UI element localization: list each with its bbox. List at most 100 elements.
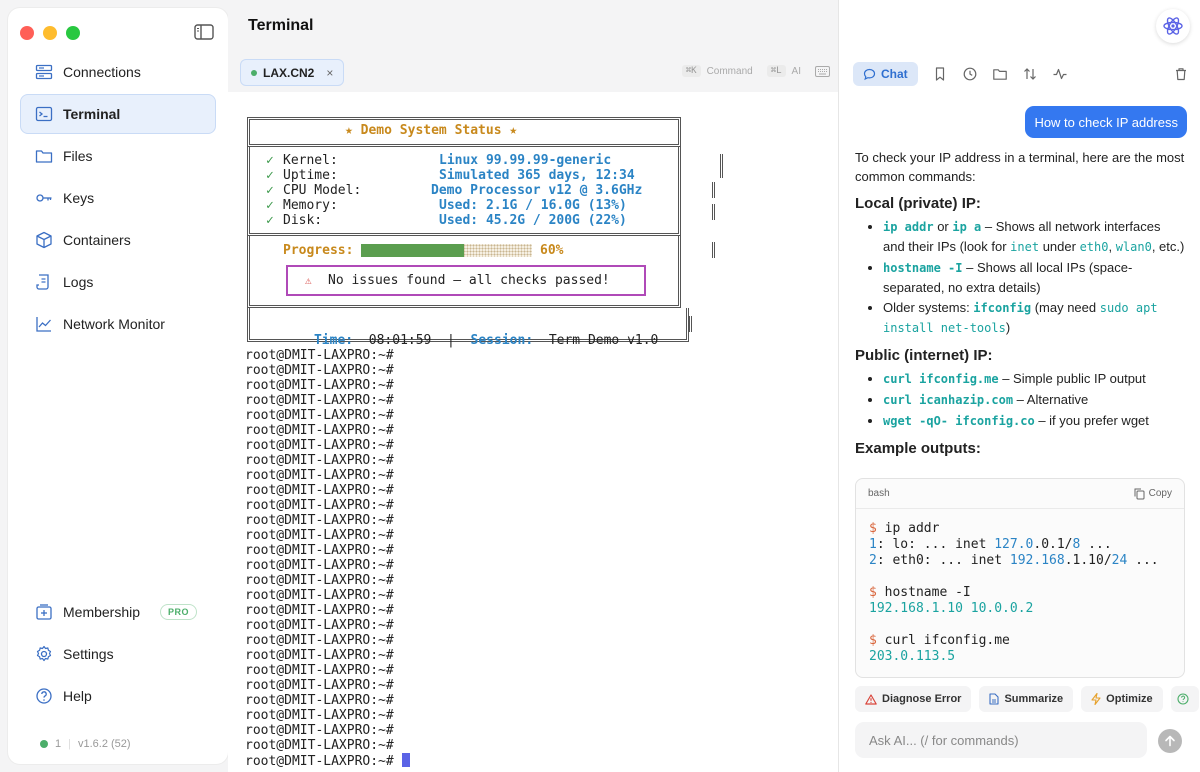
code-output: 203.0.113.5 [869,649,956,664]
sidebar-item-logs[interactable]: Logs [20,262,216,302]
banner-title: ★ Demo System Status ★ [345,123,518,138]
history-icon[interactable] [962,66,978,82]
activity-icon[interactable] [1052,66,1068,82]
copy-label: Copy [1148,488,1172,499]
diagnose-error-button[interactable]: Diagnose Error [855,686,972,712]
code-token: 8 [1072,537,1081,552]
code-token: 192.168 [1009,553,1065,568]
list-text: – Shows all network interfaces and their… [883,219,1161,254]
shell-prompt: root@DMIT-LAXPRO:~# [245,618,394,633]
command-shortcut-label[interactable]: Command [706,65,753,77]
close-window-button[interactable] [20,26,34,40]
optimize-button[interactable]: Optimize [1081,686,1163,712]
code-token: 24 [1111,553,1128,568]
border-artifact [720,154,723,178]
sidebar-item-help[interactable]: Help [20,676,216,716]
check-mark: ✓ [266,153,274,168]
inline-code: wget -qO- ifconfig.co [883,414,1035,428]
inline-code: sudo apt install net-tools [883,301,1158,335]
progress-fill [361,244,464,257]
transfer-arrows-icon[interactable] [1022,66,1038,82]
shell-prompt: root@DMIT-LAXPRO:~# [245,393,394,408]
code-command: hostname -I [884,585,971,600]
border-artifact [712,204,715,220]
window-controls [20,26,80,40]
gear-icon [36,645,52,662]
banner-box [247,117,681,147]
time-value: 08:01:59 [368,333,432,348]
code-token: 1 [869,537,877,552]
arrow-up-icon [1165,735,1175,747]
sidebar-item-label: Keys [63,190,95,206]
shell-prompt: root@DMIT-LAXPRO:~# [245,663,394,678]
keyboard-icon[interactable] [815,65,830,77]
list-text: Older systems: [883,300,974,315]
sidebar-item-connections[interactable]: Connections [20,52,216,92]
list-text: – Simple public IP output [998,371,1146,386]
list-text: – if you prefer wget [1034,413,1149,428]
shell-prompt: root@DMIT-LAXPRO:~# [245,513,394,528]
bookmark-icon[interactable] [932,66,948,82]
summarize-label: Summarize [1004,693,1064,705]
tab-chat[interactable]: Chat [853,62,918,86]
trash-icon[interactable] [1173,66,1189,82]
send-button[interactable] [1158,729,1182,753]
shell-prompt: root@DMIT-LAXPRO:~# [245,588,394,603]
list-text: or [933,219,953,234]
code-token: : lo: ... inet [876,537,995,552]
shell-prompt: root@DMIT-LAXPRO:~# [245,754,394,769]
chat-bubble-icon [863,68,876,80]
sidebar-item-files[interactable]: Files [20,136,216,176]
system-info-label: Disk: [283,213,323,228]
ai-assistant-button[interactable] [1156,9,1190,43]
tab-lax-cn2[interactable]: LAX.CN2 × [240,59,345,86]
assistant-intro: To check your IP address in a terminal, … [855,150,1185,184]
progress-track [361,244,532,257]
prompt-line: root@DMIT-LAXPRO:~# [245,573,394,588]
code-language: bash [868,488,890,499]
system-info-value: Used: 2.1G / 16.0G (13%) [439,198,627,213]
folder-icon[interactable] [992,66,1008,82]
sidebar-item-terminal[interactable]: Terminal [20,94,216,134]
code-token: : eth0: ... inet [876,553,1010,568]
sidebar-toggle-icon[interactable] [194,24,214,40]
atom-icon [1163,17,1183,35]
sidebar-item-keys[interactable]: Keys [20,178,216,218]
minimize-window-button[interactable] [43,26,57,40]
shell-prompt: root@DMIT-LAXPRO:~# [245,708,394,723]
list-item: ip addr or ip a – Shows all network inte… [883,217,1185,257]
footer-box [247,308,689,342]
summarize-button[interactable]: Summarize [979,686,1074,712]
sidebar-item-network-monitor[interactable]: Network Monitor [20,304,216,344]
code-prompt: $ [869,585,877,600]
sidebar-item-membership[interactable]: Membership PRO [20,592,216,632]
inline-code: curl ifconfig.me [883,372,999,386]
prompt-line: root@DMIT-LAXPRO:~# [245,723,394,738]
terminal-output[interactable]: ★ Demo System Status ★ ✓Kernel:Linux 99.… [228,92,838,772]
copy-button[interactable]: Copy [1134,488,1172,500]
more-actions-button[interactable] [1170,686,1199,712]
sidebar-item-settings[interactable]: Settings [20,634,216,674]
ai-chat-input[interactable]: Ask AI... (/ for commands) [855,722,1147,758]
prompt-line: root@DMIT-LAXPRO:~# [245,708,394,723]
shell-prompt: root@DMIT-LAXPRO:~# [245,438,394,453]
system-info-box [247,147,681,236]
shell-prompt: root@DMIT-LAXPRO:~# [245,498,394,513]
sidebar-item-label: Settings [63,646,114,662]
shell-prompt: root@DMIT-LAXPRO:~# [245,378,394,393]
shell-prompt: root@DMIT-LAXPRO:~# [245,633,394,648]
prompt-line: root@DMIT-LAXPRO:~# [245,378,394,393]
progress-percent: 60% [540,243,564,258]
alert-icon: ⚠ [305,274,312,287]
close-tab-icon[interactable]: × [326,65,334,80]
page-title: Terminal [248,17,314,34]
ai-shortcut-label[interactable]: AI [791,65,801,77]
zoom-window-button[interactable] [66,26,80,40]
list-item: wget -qO- ifconfig.co – if you prefer wg… [883,411,1185,431]
cube-icon [36,231,52,249]
inline-code: ip addr [883,220,934,234]
sidebar-item-label: Membership [63,604,141,620]
shell-prompt: root@DMIT-LAXPRO:~# [245,738,394,753]
sidebar-item-containers[interactable]: Containers [20,220,216,260]
inline-code: wlan0 [1115,240,1152,254]
